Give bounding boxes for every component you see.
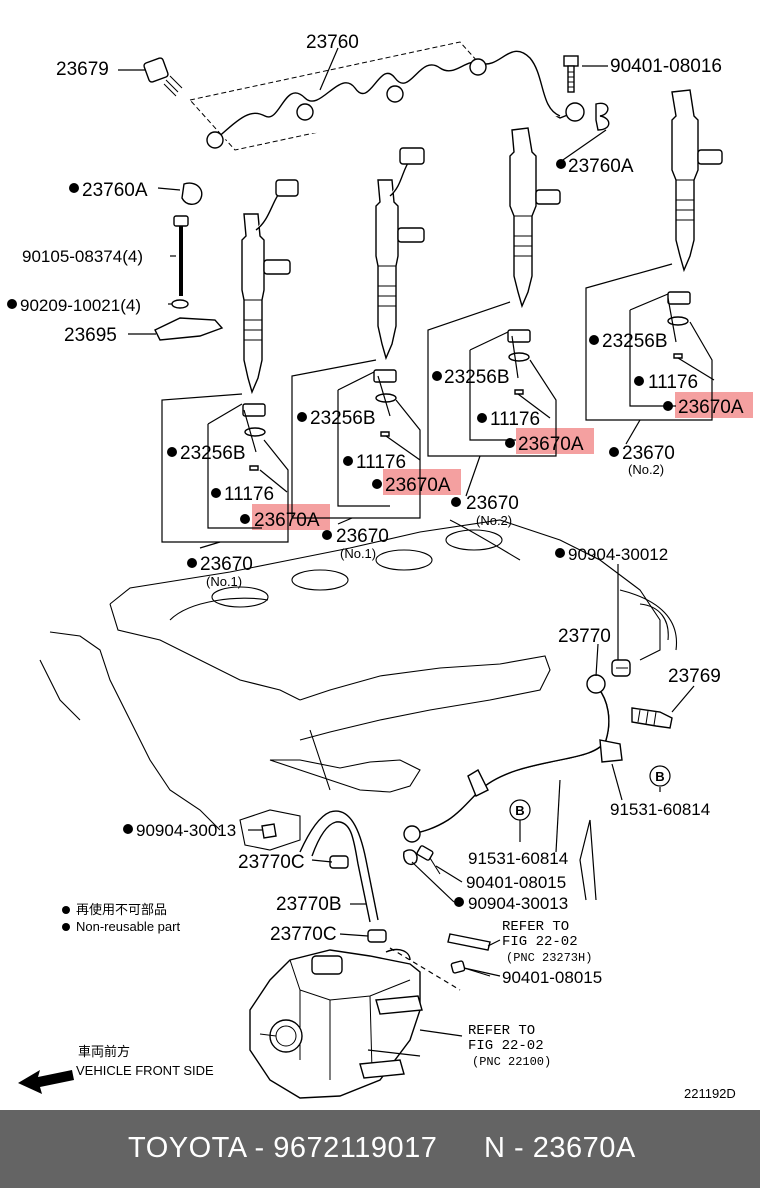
label-23256B-1: 23256B [180, 443, 246, 464]
label-no2-a: (No.2) [476, 513, 512, 528]
label-23670A-3: 23670A [518, 434, 584, 455]
injector-3 [507, 127, 561, 395]
callout-b-mid-text: B [515, 803, 524, 818]
refer1-line3: (PNC 23273H) [506, 951, 592, 965]
direction-jp: 車両前方 [78, 1044, 130, 1059]
group-bracket-lines [161, 263, 713, 543]
fuel-pump [249, 948, 423, 1099]
label-91531-60814-right: 91531-60814 [610, 800, 710, 819]
label-91531-60814-mid: 91531-60814 [468, 849, 568, 868]
label-23256B-3: 23256B [444, 367, 510, 388]
footer-pnc: N - 23670A [484, 1132, 636, 1164]
label-23760A-top: 23760A [568, 156, 634, 177]
label-90904-30012: 90904-30012 [568, 545, 668, 564]
refer2-line1: REFER TO [468, 1023, 535, 1039]
refer2-line2: FIG 22-02 [468, 1038, 544, 1054]
label-90401-08015-2: 90401-08015 [502, 968, 602, 987]
clamp-90904-30012 [611, 659, 631, 677]
label-23256B-2: 23256B [310, 408, 376, 429]
label-90904-30013-mid: 90904-30013 [468, 894, 568, 913]
bolt-90401-08015-lower [450, 960, 491, 977]
label-23760: 23760 [306, 32, 359, 53]
legend-jp: 再使用不可部品 [76, 902, 167, 917]
label-90401-08015-1: 90401-08015 [466, 873, 566, 892]
legend: 再使用不可部品 Non-reusable part [76, 902, 180, 934]
callout-b-right-text: B [655, 769, 664, 784]
label-23670A-1: 23670A [254, 510, 320, 531]
label-23670A-2: 23670A [385, 475, 451, 496]
refer1-line1: REFER TO [502, 919, 569, 935]
sensor-23769 [631, 707, 673, 729]
label-11176-1: 11176 [224, 484, 274, 505]
label-11176-3: 11176 [490, 409, 540, 430]
label-90401-08016: 90401-08016 [610, 56, 722, 77]
vehicle-front-indicator: 車両前方 VEHICLE FRONT SIDE [18, 1044, 214, 1094]
bolt-90401-08016 [563, 55, 579, 93]
label-11176-2: 11176 [356, 452, 406, 473]
clamp-90904-30013-mid [402, 849, 418, 866]
injector-2 [373, 147, 425, 437]
fuel-pipe-23770 [403, 674, 623, 843]
injector-1 [241, 179, 299, 471]
label-23670-1: 23670 [200, 554, 253, 575]
label-23670-4: 23670 [622, 443, 675, 464]
label-23695: 23695 [64, 325, 117, 346]
label-no1-b: (No.1) [340, 546, 376, 561]
callout-b-mid: B [509, 799, 531, 821]
injector-pipe-assembly [189, 41, 585, 151]
highlight-23670A-2 [383, 469, 461, 495]
nonreusable-dots [7, 159, 673, 931]
refer2-line3: (PNC 22100) [472, 1055, 551, 1069]
direction-en: VEHICLE FRONT SIDE [76, 1063, 214, 1078]
label-23670-3: 23670 [466, 493, 519, 514]
refer1-line2: FIG 22-02 [502, 934, 578, 950]
footer-bar: TOYOTA - 9672119017 N - 23670A [0, 1110, 760, 1188]
engine-outline [39, 519, 678, 851]
label-23679: 23679 [56, 59, 109, 80]
highlight-23670A-3 [516, 428, 594, 454]
label-no1-a: (No.1) [206, 574, 242, 589]
parts-diagram: B B 23760 23679 90401-08016 2 [7, 32, 753, 1101]
highlight-23670A-1 [252, 504, 330, 530]
pipe-refer-23273H [447, 933, 491, 951]
washer-90209 [171, 299, 189, 309]
leader-lines [118, 47, 715, 1057]
injector-4 [667, 89, 723, 359]
label-23769: 23769 [668, 666, 721, 687]
label-90904-30013-left: 90904-30013 [136, 821, 236, 840]
arrow-left-icon [18, 1070, 74, 1094]
clamp-23695 [154, 317, 224, 341]
label-23770C-2: 23770C [270, 924, 337, 945]
label-no2-b: (No.2) [628, 462, 664, 477]
bolt-90401-08015-mid [416, 845, 441, 875]
clamp-23760A-left [181, 182, 203, 205]
bolt-90105-08374 [173, 215, 189, 296]
hose-23770B [261, 810, 387, 943]
footer-brand-part-number: TOYOTA - 9672119017 [128, 1132, 438, 1164]
label-23670A-4: 23670A [678, 397, 744, 418]
part-labels: 23760 23679 90401-08016 23760A 23760A 90… [20, 32, 744, 1069]
label-11176-4: 11176 [648, 372, 698, 393]
union-bolt-23679 [143, 57, 183, 97]
clamp-23760A-top [595, 102, 610, 131]
diagram-code: 221192D [684, 1086, 736, 1101]
label-23670-2: 23670 [336, 526, 389, 547]
label-23256B-4: 23256B [602, 331, 668, 352]
highlight-23670A-4 [675, 392, 753, 418]
legend-en: Non-reusable part [76, 919, 180, 934]
label-23770: 23770 [558, 626, 611, 647]
label-23770B: 23770B [276, 894, 342, 915]
label-90209-10021: 90209-10021(4) [20, 296, 141, 315]
callout-b-right: B [649, 765, 671, 787]
label-90105-08374: 90105-08374(4) [22, 247, 143, 266]
label-23770C-1: 23770C [238, 852, 305, 873]
label-23760A-left: 23760A [82, 180, 148, 201]
